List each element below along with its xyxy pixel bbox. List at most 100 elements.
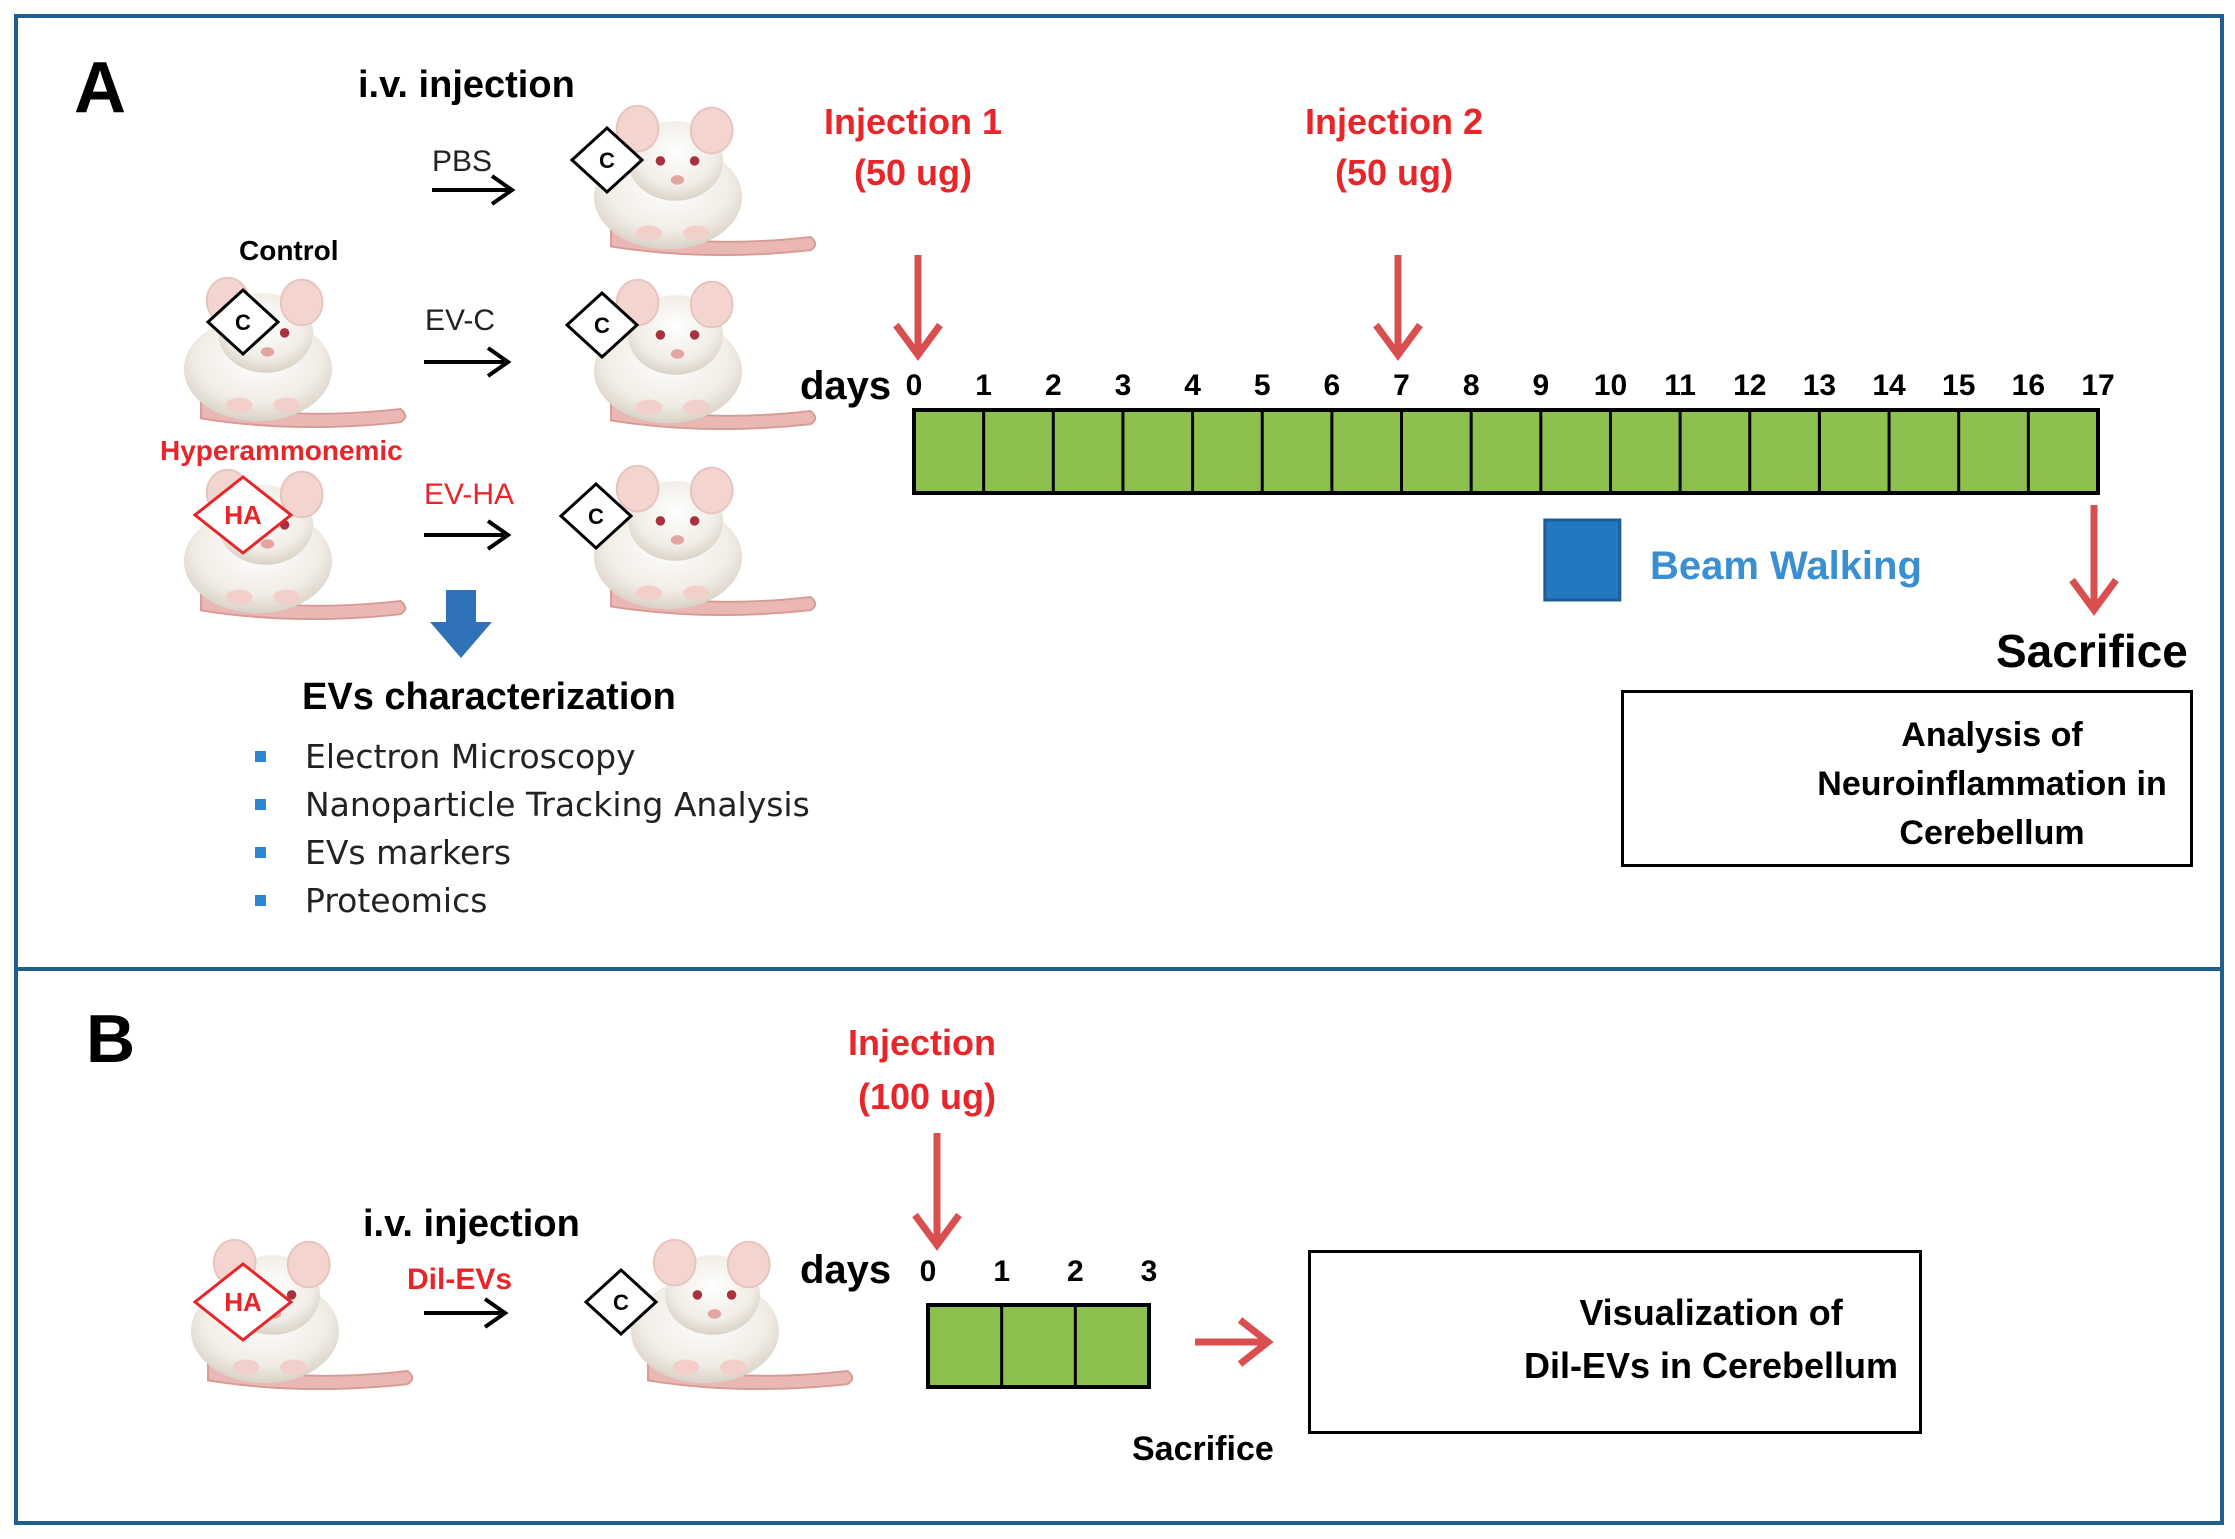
day-tick-label: 12 xyxy=(1733,369,1767,402)
day-tick-label: 2 xyxy=(1066,1255,1084,1288)
day-tick-label: 1 xyxy=(975,369,992,402)
injection-b-line1: Injection xyxy=(847,1022,997,1063)
badge-text: C xyxy=(588,504,604,529)
day-tick-label: 16 xyxy=(2011,369,2046,402)
day-tick-label: 0 xyxy=(905,369,923,402)
arrow-head xyxy=(486,519,512,551)
beam-walking-marker xyxy=(1543,518,1622,602)
arrows-group xyxy=(424,174,2119,1367)
bullet-icon xyxy=(255,799,266,810)
ev-c-arrow-label: EV-C xyxy=(425,304,496,337)
mouse-ear xyxy=(652,1238,697,1287)
day-tick-label: 3 xyxy=(1140,1255,1158,1288)
mouse-nose xyxy=(670,349,685,359)
day-tick-label: 14 xyxy=(1872,369,1906,402)
mouse-paw xyxy=(635,585,663,601)
injection-2-line1: Injection 2 xyxy=(1304,101,1484,142)
arrow-head xyxy=(2069,577,2119,616)
ha-badge: HA xyxy=(192,475,294,555)
badge-text: C xyxy=(235,310,251,335)
red-right-arrow xyxy=(1195,1317,1274,1367)
mouse-paw xyxy=(672,1359,700,1375)
evs-item: Nanoparticle Tracking Analysis xyxy=(255,781,810,829)
injection-2-line2: (50 ug) xyxy=(1334,152,1454,193)
badge-text: HA xyxy=(224,1287,262,1317)
mouse-eye xyxy=(655,330,666,340)
mouse-eye xyxy=(689,516,700,526)
badge-text: HA xyxy=(224,500,262,530)
mouse-nose xyxy=(260,347,275,357)
mouse-paw xyxy=(635,399,663,415)
control-label: Control xyxy=(239,235,339,266)
arrow-head xyxy=(912,1212,962,1251)
mouse-paw xyxy=(273,397,300,413)
timeline-b xyxy=(926,1303,1151,1389)
mouse-nose xyxy=(670,175,685,185)
evs-item-text: Electron Microscopy xyxy=(305,737,636,776)
panel-b-label: B xyxy=(86,1001,136,1077)
mouse-paw xyxy=(273,589,300,605)
mouse-ear xyxy=(689,466,734,515)
arrow-head xyxy=(483,1297,509,1329)
day-tick-label: 17 xyxy=(2081,369,2115,402)
bullet-icon xyxy=(255,751,266,762)
mouse-illustration xyxy=(630,1238,854,1391)
mouse-paw xyxy=(720,1359,747,1375)
group-arrow xyxy=(424,519,512,551)
day-tick-label: 10 xyxy=(1593,369,1628,402)
analysis-line-2: Neuroinflammation in xyxy=(1817,765,2167,803)
mouse-eye xyxy=(286,1290,297,1300)
mouse-eye xyxy=(689,156,700,166)
bullet-icon xyxy=(255,895,266,906)
day-tick-label: 4 xyxy=(1184,369,1201,402)
panel-a-iv-title: i.v. injection xyxy=(358,64,575,106)
diamond-shape xyxy=(205,287,281,357)
red-down-arrow xyxy=(893,255,943,361)
day-tick-label: 11 xyxy=(1664,369,1696,402)
group-arrow xyxy=(424,1297,509,1329)
mouse-illustration xyxy=(183,468,407,621)
evs-item: EVs markers xyxy=(255,829,810,877)
mouse-illustration xyxy=(593,278,817,431)
mouse-paw xyxy=(280,1359,307,1375)
sacrifice-label-a: Sacrifice xyxy=(1996,625,2188,677)
evs-item: Electron Microscopy xyxy=(255,733,810,781)
group-arrow xyxy=(432,174,516,206)
ha-badge: HA xyxy=(192,1262,294,1342)
evs-items-list: Electron Microscopy Nanoparticle Trackin… xyxy=(255,733,810,925)
evs-item: Proteomics xyxy=(255,877,810,925)
mouse-illustration xyxy=(183,276,407,429)
panel-b xyxy=(14,967,2224,1525)
mouse-illustration xyxy=(593,104,817,257)
mouse-nose xyxy=(707,1309,722,1319)
beam-walking-label: Beam Walking xyxy=(1650,544,1922,588)
mouse-ear xyxy=(279,278,324,327)
mouse-ear xyxy=(615,464,660,513)
blue-down-arrow xyxy=(430,590,492,658)
visualization-line-2: Dil-EVs in Cerebellum xyxy=(1523,1345,1899,1386)
panel-b-iv-title: i.v. injection xyxy=(363,1203,580,1245)
mouse-eye xyxy=(692,1290,703,1300)
timeline-bar xyxy=(912,408,2100,495)
mouse-paw xyxy=(232,1359,260,1375)
red-down-arrow xyxy=(912,1133,962,1251)
mouse-illustration xyxy=(593,464,817,617)
mouse-eye xyxy=(689,330,700,340)
arrow-head xyxy=(1237,1317,1274,1367)
block-arrow-shape xyxy=(430,590,492,658)
mouse-paw xyxy=(683,585,710,601)
diamond-shape xyxy=(569,125,645,195)
control-badge: C xyxy=(583,1267,659,1337)
mouse-paw xyxy=(225,589,253,605)
arrow-head xyxy=(486,346,512,378)
timeline-bar xyxy=(926,1303,1151,1389)
day-tick-label: 15 xyxy=(1942,369,1976,402)
diamond-shape xyxy=(192,475,294,555)
red-down-arrow xyxy=(1373,255,1423,361)
arrow-head xyxy=(893,322,943,361)
hyperammonemic-label: Hyperammonemic xyxy=(160,435,403,466)
mouse-nose xyxy=(260,539,275,549)
evs-item-text: Nanoparticle Tracking Analysis xyxy=(305,785,810,824)
